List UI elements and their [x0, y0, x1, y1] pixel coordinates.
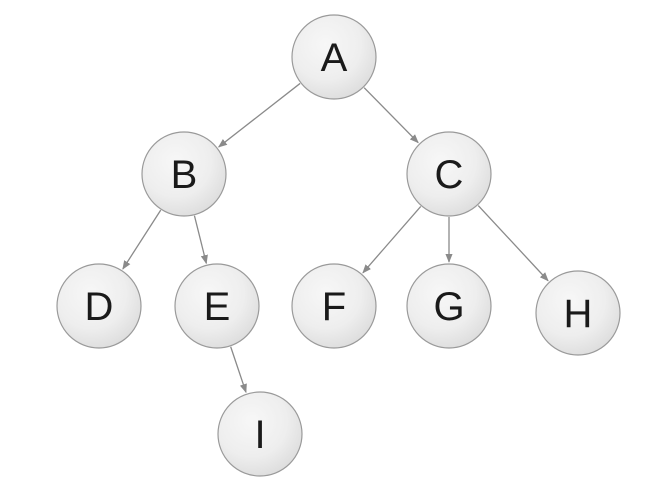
node-circle: [291, 263, 377, 349]
node-f: F: [291, 263, 377, 349]
node-g: G: [406, 263, 492, 349]
edge-b-e: [193, 215, 208, 265]
edges-layer: [122, 82, 549, 394]
edge-e-i: [230, 346, 247, 394]
edge-a-b: [217, 82, 301, 148]
node-h: H: [535, 270, 621, 356]
node-circle: [56, 263, 142, 349]
node-label: C: [435, 153, 464, 197]
node-circle: [406, 131, 492, 217]
edge-c-f: [362, 205, 422, 274]
node-a: A: [291, 14, 377, 100]
node-label: B: [171, 153, 198, 197]
node-label: G: [433, 285, 464, 329]
node-circle: [291, 14, 377, 100]
node-label: I: [254, 413, 265, 457]
nodes-layer: A B C D E F G H I: [56, 14, 621, 477]
edge-b-d: [122, 209, 162, 270]
edge-c-h: [477, 205, 549, 282]
node-circle: [406, 263, 492, 349]
node-d: D: [56, 263, 142, 349]
node-circle: [217, 391, 303, 477]
node-c: C: [406, 131, 492, 217]
node-label: A: [321, 36, 348, 80]
node-label: D: [85, 285, 114, 329]
node-e: E: [174, 263, 260, 349]
node-label: H: [564, 292, 593, 336]
node-i: I: [217, 391, 303, 477]
node-circle: [141, 131, 227, 217]
node-label: E: [204, 285, 231, 329]
edge-a-c: [363, 87, 419, 144]
node-b: B: [141, 131, 227, 217]
node-circle: [535, 270, 621, 356]
node-label: F: [322, 285, 346, 329]
node-circle: [174, 263, 260, 349]
